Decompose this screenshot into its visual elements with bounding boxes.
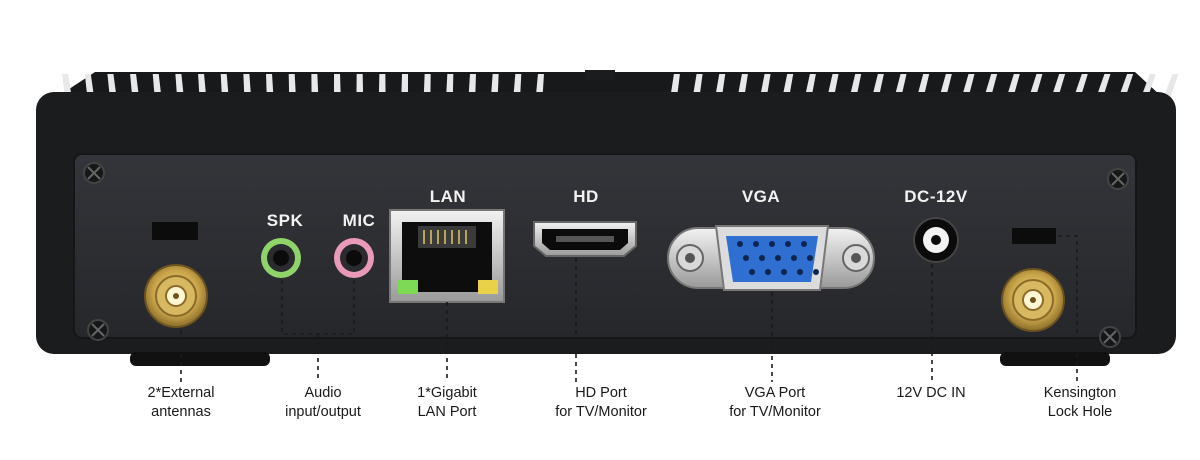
vga-pin: [753, 241, 759, 247]
caption-line: HD Port: [575, 385, 627, 401]
caption-line: for TV/Monitor: [555, 404, 647, 420]
cover-slot: [152, 222, 198, 240]
caption-line: Lock Hole: [1047, 404, 1113, 420]
vga-pin: [743, 255, 749, 261]
screw-icon: [1099, 326, 1121, 348]
caption-line: antennas: [151, 404, 211, 420]
screw-icon: [1107, 168, 1129, 190]
caption-lock: Kensington Lock Hole: [1025, 384, 1135, 422]
caption-vga: VGA Port for TV/Monitor: [710, 384, 840, 422]
vga-pin: [813, 269, 819, 275]
lan-port-icon: [389, 209, 505, 303]
caption-line: for TV/Monitor: [729, 404, 821, 420]
speaker-jack-icon: [261, 238, 301, 278]
hdmi-port-icon: [533, 221, 637, 257]
screw-icon: [83, 162, 105, 184]
caption-line: 12V DC IN: [896, 385, 966, 401]
lan-led-green: [398, 280, 418, 294]
caption-line: 2*External: [147, 385, 215, 401]
caption-lan: 1*Gigabit LAN Port: [392, 384, 502, 422]
spk-label: SPK: [266, 211, 304, 230]
vga-pin: [807, 255, 813, 261]
hd-label: HD: [573, 187, 599, 206]
dc-label: DC-12V: [904, 187, 968, 206]
caption-hd: HD Port for TV/Monitor: [536, 384, 666, 422]
vga-pin: [769, 241, 775, 247]
vga-pin: [759, 255, 765, 261]
caption-dc: 12V DC IN: [876, 384, 986, 403]
antenna-connector-icon: [1001, 268, 1065, 332]
vga-pin: [749, 269, 755, 275]
caption-antennas: 2*External antennas: [126, 384, 236, 422]
vga-label: VGA: [741, 187, 781, 206]
caption-line: input/output: [285, 404, 361, 420]
foot-left: [130, 352, 270, 366]
caption-line: VGA Port: [744, 385, 806, 401]
caption-line: 1*Gigabit: [417, 385, 477, 401]
mic-label: MIC: [342, 211, 376, 230]
lan-label: LAN: [429, 187, 467, 206]
caption-line: Kensington: [1043, 385, 1117, 401]
vga-pin: [785, 241, 791, 247]
vga-pin: [801, 241, 807, 247]
vga-pin: [781, 269, 787, 275]
leader-lines: [180, 235, 1078, 382]
caption-line: LAN Port: [417, 404, 477, 420]
vga-pin: [791, 255, 797, 261]
caption-line: Audio: [304, 385, 342, 401]
caption-audio: Audio input/output: [268, 384, 378, 422]
vga-pin: [737, 241, 743, 247]
vga-pin: [765, 269, 771, 275]
mic-jack-icon: [334, 238, 374, 278]
heatsink-top-tab: [585, 70, 615, 80]
dc-power-jack-icon: [913, 217, 959, 263]
screw-icon: [87, 319, 109, 341]
lan-led-yellow: [478, 280, 498, 294]
antenna-connector-icon: [144, 264, 208, 328]
vga-pin: [797, 269, 803, 275]
foot-right: [1000, 352, 1110, 366]
vga-pin: [775, 255, 781, 261]
kensington-lock-slot: [1012, 228, 1056, 244]
vga-port-icon: [667, 225, 875, 291]
